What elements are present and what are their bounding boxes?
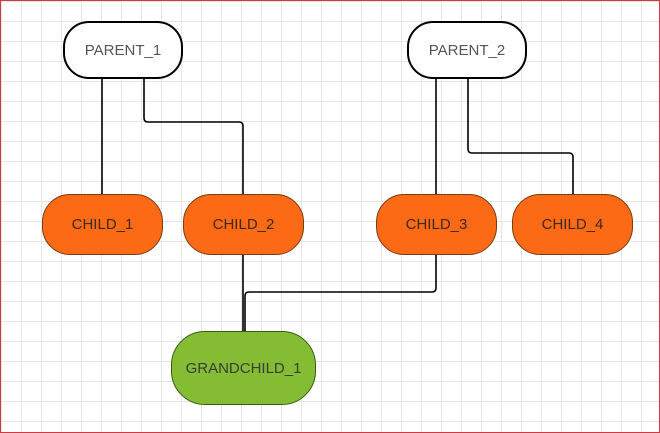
edge-child3-grandchild1 (244, 255, 437, 331)
node-child-4-label: CHILD_4 (541, 216, 604, 233)
node-child-1-label: CHILD_1 (71, 216, 134, 233)
edge-parent2-child4 (467, 79, 574, 194)
node-grandchild-1[interactable]: GRANDCHILD_1 (171, 331, 316, 405)
node-parent-1-label: PARENT_1 (84, 41, 162, 59)
node-child-3-label: CHILD_3 (405, 216, 468, 233)
node-child-2[interactable]: CHILD_2 (183, 194, 304, 255)
node-parent-2-label: PARENT_2 (428, 41, 506, 59)
node-parent-1[interactable]: PARENT_1 (63, 21, 183, 79)
node-grandchild-1-label: GRANDCHILD_1 (185, 359, 302, 377)
node-child-3[interactable]: CHILD_3 (376, 194, 497, 255)
edge-parent1-child2 (143, 79, 244, 194)
node-parent-2[interactable]: PARENT_2 (407, 21, 527, 79)
node-child-1[interactable]: CHILD_1 (42, 194, 163, 255)
node-child-2-label: CHILD_2 (212, 216, 275, 233)
node-child-4[interactable]: CHILD_4 (512, 194, 633, 255)
